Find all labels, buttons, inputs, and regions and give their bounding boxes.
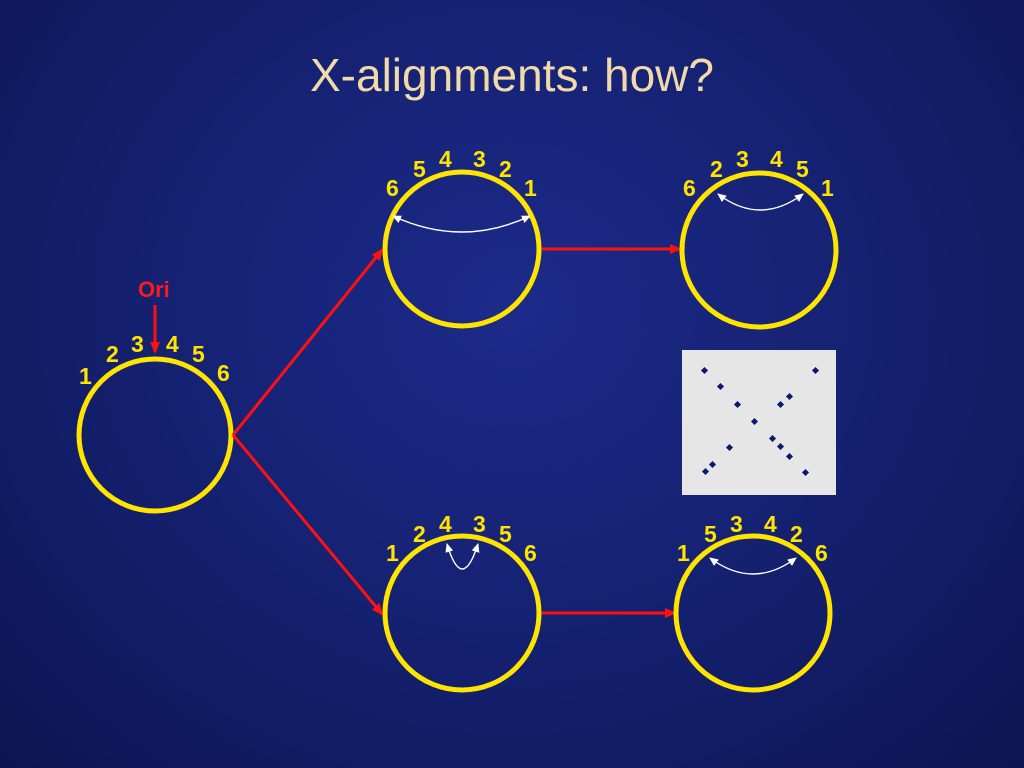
- locus-label: 3: [473, 511, 486, 537]
- chromosome-circle: [382, 533, 542, 693]
- locus-label: 5: [413, 156, 426, 182]
- locus-label: 6: [217, 360, 230, 386]
- origin-label: Ori: [138, 277, 170, 302]
- locus-label: 4: [770, 146, 783, 172]
- locus-label: 3: [473, 146, 486, 172]
- locus-label: 4: [439, 146, 452, 172]
- locus-label: 4: [764, 511, 777, 537]
- chromosome-circle: [679, 170, 839, 330]
- dotplot-dot: [716, 382, 725, 391]
- locus-label: 3: [131, 331, 144, 357]
- genome-bottom-middle: 1 2 4 3 5 6: [382, 511, 542, 693]
- chromosome-circle: [382, 169, 542, 329]
- inversion-arc: [445, 543, 480, 570]
- locus-label: 2: [499, 156, 512, 182]
- locus-label: 1: [524, 175, 537, 201]
- dotplot-dot: [750, 417, 759, 426]
- locus-label: 1: [386, 540, 399, 566]
- dotplot-dot: [708, 460, 717, 469]
- locus-label: 5: [192, 341, 205, 367]
- slide-title: X-alignments: how?: [310, 49, 714, 101]
- genome-top-right: 6 2 3 4 5 1: [679, 146, 839, 330]
- genome-top-middle: 6 5 4 3 2 1: [382, 146, 542, 329]
- dotplot-dot: [701, 467, 710, 476]
- arrow-to-bottom: [231, 434, 384, 616]
- inversion-arc: [717, 193, 804, 211]
- dotplot-dot: [785, 452, 794, 461]
- inversion-arc: [709, 557, 797, 575]
- locus-label: 4: [439, 511, 452, 537]
- locus-label: 6: [386, 175, 399, 201]
- dotplot-dot: [733, 400, 742, 409]
- genome-bottom-right: 1 5 3 4 2 6: [673, 511, 833, 693]
- dotplot-dot: [700, 366, 709, 375]
- chromosome-circle: [76, 356, 234, 514]
- genome-start: Ori 1 2 3 4 5 6: [76, 277, 234, 514]
- locus-label: 2: [413, 521, 426, 547]
- locus-label: 4: [166, 331, 179, 357]
- dotplot-dot: [776, 442, 785, 451]
- chromosome-circle: [673, 533, 833, 693]
- locus-label: 5: [796, 156, 809, 182]
- locus-label: 1: [677, 540, 690, 566]
- locus-label: 5: [704, 521, 717, 547]
- dotplot-dot: [725, 443, 734, 452]
- locus-label: 6: [683, 175, 696, 201]
- locus-label: 1: [821, 175, 834, 201]
- locus-label: 3: [736, 146, 749, 172]
- locus-label: 2: [106, 341, 119, 367]
- dotplot-dot: [776, 400, 785, 409]
- arrow-to-top: [231, 248, 384, 436]
- locus-label: 6: [815, 540, 828, 566]
- dotplot-dot: [768, 434, 777, 443]
- locus-label: 2: [790, 521, 803, 547]
- locus-label: 6: [524, 540, 537, 566]
- locus-label: 1: [79, 363, 92, 389]
- locus-label: 5: [499, 521, 512, 547]
- x-dotplot-icon: [682, 350, 836, 495]
- dotplot-dot: [811, 366, 820, 375]
- locus-label: 3: [730, 511, 743, 537]
- locus-label: 2: [710, 156, 723, 182]
- inversion-arc: [392, 215, 531, 233]
- dotplot-dot: [801, 468, 810, 477]
- dotplot-dot: [785, 392, 794, 401]
